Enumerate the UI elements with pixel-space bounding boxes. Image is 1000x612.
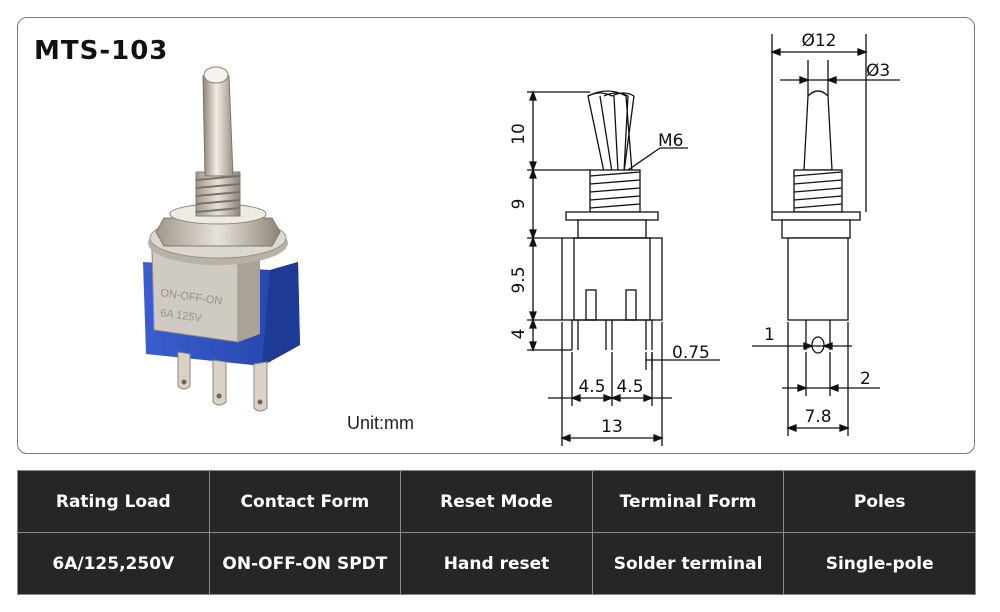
dim-lever-height: 10 (509, 123, 529, 145)
dim-side-width: 7.8 (804, 407, 831, 427)
unit-label: Unit:mm (347, 413, 414, 433)
toggle-switch-photo: ON-OFF-ON 6A 125V (143, 66, 300, 412)
dim-body-width: 13 (601, 417, 623, 437)
spec-header: Contact Form (208, 470, 402, 533)
thread-label: M6 (658, 131, 683, 151)
spec-header: Poles (783, 470, 976, 533)
dim-thread-height: 9 (509, 199, 529, 210)
dim-pitch-right: 4.5 (616, 377, 643, 397)
front-view-labels: 10 9 9.5 4 M6 0.75 4.5 4.5 13 (509, 123, 710, 437)
spec-header: Rating Load (17, 470, 210, 533)
spec-header-row: Rating Load Contact Form Reset Mode Term… (17, 470, 976, 533)
spec-value: Hand reset (400, 532, 593, 595)
model-title: MTS-103 (34, 36, 169, 66)
dim-outer-diameter: Ø12 (801, 31, 836, 51)
spec-value-row: 6A/125,250V ON-OFF-ON SPDT Hand reset So… (17, 532, 976, 595)
spec-table: Rating Load Contact Form Reset Mode Term… (17, 470, 976, 595)
front-view-drawing (527, 90, 720, 446)
photo-marking-2: 6A 125V (160, 307, 204, 325)
dim-terminal-thickness: 0.75 (672, 343, 710, 363)
side-view-labels: Ø12 Ø3 1 2 7.8 (764, 31, 890, 427)
spec-value: Single-pole (783, 532, 976, 595)
dim-body-height: 9.5 (509, 266, 529, 293)
spec-header: Terminal Form (591, 470, 785, 533)
spec-value: ON-OFF-ON SPDT (208, 532, 402, 595)
dim-lever-diameter: Ø3 (866, 61, 890, 81)
dim-terminal-height: 4 (509, 329, 529, 340)
spec-header: Reset Mode (400, 470, 593, 533)
side-view-drawing (752, 34, 900, 436)
dim-pitch-left: 4.5 (578, 377, 605, 397)
spec-value: Solder terminal (591, 532, 785, 595)
spec-value: 6A/125,250V (17, 532, 210, 595)
dim-terminal-gap: 1 (764, 325, 775, 345)
dim-terminal-width: 2 (860, 369, 871, 389)
